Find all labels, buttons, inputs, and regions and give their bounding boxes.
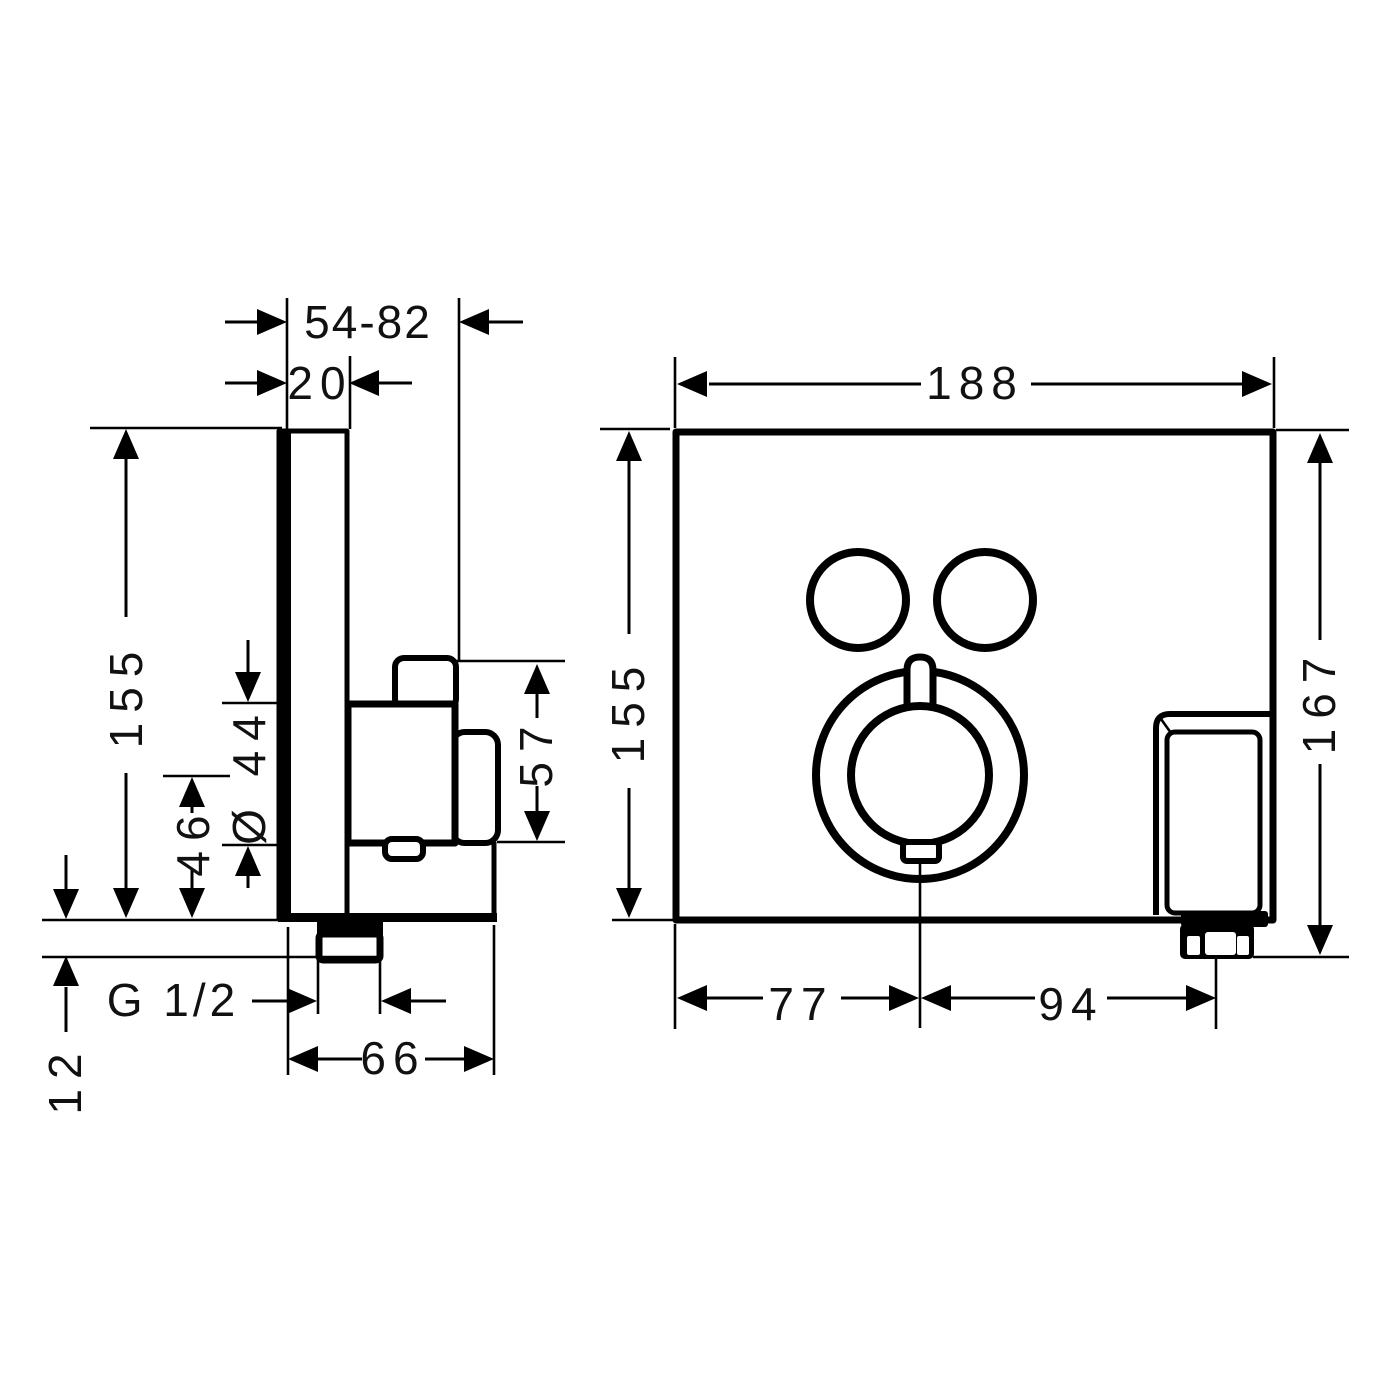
arrowhead — [257, 309, 287, 335]
arrowhead — [616, 888, 642, 918]
shower-holder-face — [1164, 729, 1263, 916]
dial-grip-side — [382, 836, 426, 862]
arrowhead — [287, 988, 317, 1014]
dial-pin — [903, 653, 937, 713]
dim-label-outlet-protrusion: 12 — [39, 1043, 91, 1114]
arrowhead — [1186, 985, 1216, 1011]
dim-label-total-depth: 66 — [360, 1032, 425, 1084]
dim-label-center-from-left: 77 — [768, 978, 833, 1030]
arrowhead — [349, 370, 379, 396]
arrowhead — [889, 985, 919, 1011]
arrowhead — [235, 672, 261, 702]
arrowhead — [921, 985, 951, 1011]
arrowhead — [1307, 433, 1333, 463]
arrowhead — [179, 777, 205, 807]
outlet-nut-side — [315, 930, 384, 964]
arrowhead — [464, 1046, 494, 1072]
dim-label-total-height: 167 — [1293, 648, 1345, 755]
arrowhead — [1242, 371, 1272, 397]
dim-label-dial-diameter: Ø 44 — [223, 705, 275, 845]
arrowhead — [1307, 925, 1333, 955]
arrowhead — [524, 811, 550, 841]
outlet-nut-front — [1180, 924, 1254, 959]
dial-grip — [900, 839, 942, 864]
arrowhead — [53, 889, 79, 919]
dim-label-plate-height-front: 155 — [602, 657, 654, 764]
arrowhead — [179, 888, 205, 918]
side-view-extension-lines — [42, 298, 565, 1075]
front-view-extension-lines — [600, 357, 1349, 1029]
dim-label-center-from-bottom: 46 — [167, 805, 219, 876]
shower-holder-side — [449, 729, 501, 846]
arrowhead — [113, 888, 139, 918]
side-view-dimension-lines — [64, 320, 539, 1061]
dim-label-plate-height-side: 155 — [100, 642, 152, 749]
nut-facet — [1187, 936, 1200, 955]
side-view: 54-82 20 155 Ø 44 46 57 G 1/2 12 66 — [39, 296, 565, 1115]
dim-label-outlet-from-center: 94 — [1038, 978, 1103, 1030]
arrowhead — [235, 846, 261, 876]
select-button-left — [806, 548, 910, 652]
front-view-dimension-lines — [627, 382, 1322, 1000]
arrowhead — [677, 985, 707, 1011]
nut-facet — [1205, 932, 1236, 955]
front-view: 188 155 167 77 94 — [600, 357, 1349, 1030]
dim-label-depth-range: 54-82 — [304, 296, 432, 348]
nut-facet — [1237, 936, 1249, 955]
shower-holder-outline — [1153, 711, 1273, 915]
dim-label-plate-thickness: 20 — [287, 357, 352, 409]
front-view-arrowheads — [616, 371, 1333, 1011]
wall-plate-front-face — [278, 430, 291, 919]
arrowhead — [524, 664, 550, 694]
dial-body-side — [344, 700, 459, 847]
dim-label-thread-size: G 1/2 — [107, 974, 240, 1026]
dim-label-handle-height: 57 — [510, 716, 562, 787]
shower-holder-bevel — [1159, 718, 1173, 734]
arrowhead — [288, 1046, 318, 1072]
arrowhead — [459, 309, 489, 335]
base-edge-side — [278, 913, 497, 922]
arrowhead — [257, 370, 287, 396]
side-view-arrowheads — [53, 309, 550, 1072]
arrowhead — [677, 371, 707, 397]
holder-base-band — [1181, 911, 1268, 927]
dim-label-plate-width: 188 — [926, 357, 1024, 409]
arrowhead — [381, 988, 411, 1014]
thermostat-dial-inner — [847, 702, 993, 848]
select-button-right — [933, 548, 1037, 652]
arrowhead — [53, 956, 79, 986]
arrowhead — [616, 431, 642, 461]
arrowhead — [113, 429, 139, 459]
